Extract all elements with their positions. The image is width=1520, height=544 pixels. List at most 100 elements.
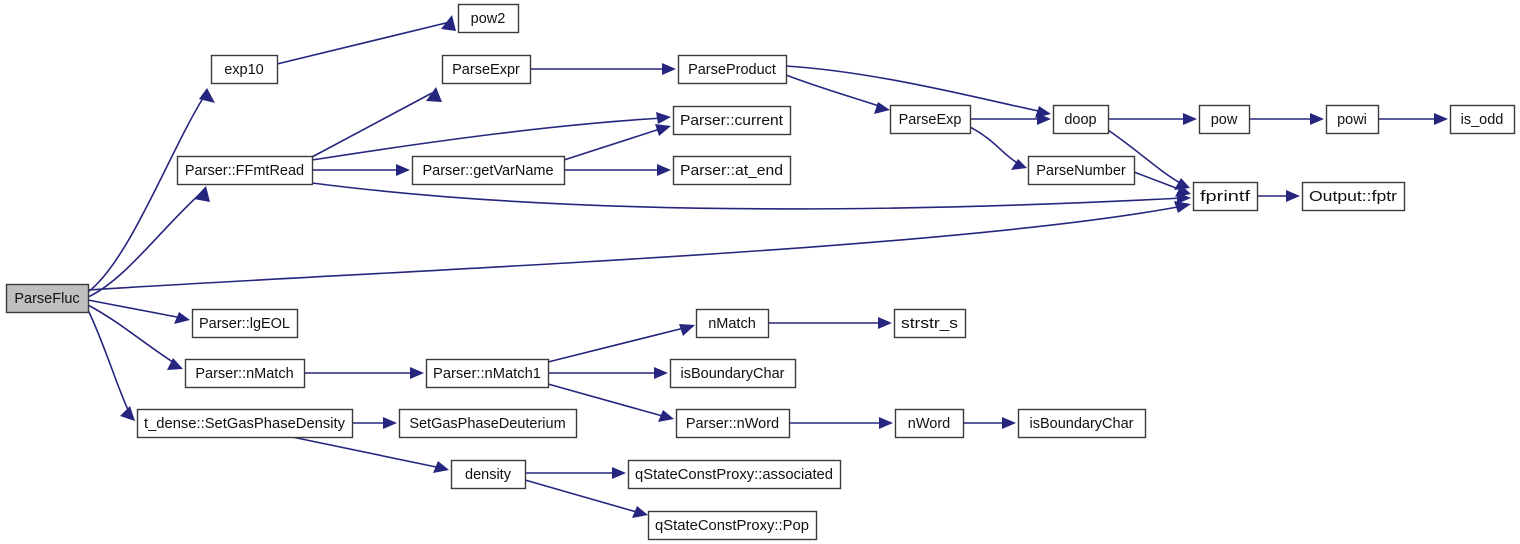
node-box[interactable] xyxy=(1449,104,1516,135)
node-box[interactable] xyxy=(647,510,818,541)
graph-edge xyxy=(768,317,892,329)
graph-node[interactable]: Output::fptr xyxy=(1301,181,1406,212)
graph-node[interactable]: qStateConstProxy::Pop xyxy=(647,510,818,541)
node-box[interactable] xyxy=(672,105,792,136)
node-label: Parser::nMatch xyxy=(195,366,293,382)
edge-line xyxy=(87,94,206,293)
node-box[interactable] xyxy=(5,283,90,314)
graph-edge xyxy=(87,309,135,421)
arrowhead-icon xyxy=(174,312,190,324)
graph-node[interactable]: fprintf xyxy=(1192,181,1259,212)
edge-line xyxy=(547,383,667,418)
node-label: Parser::nWord xyxy=(686,416,779,432)
graph-edge xyxy=(525,467,626,479)
arrowhead-icon xyxy=(433,461,449,473)
node-box[interactable] xyxy=(1027,155,1136,186)
graph-node[interactable]: Parser::current xyxy=(672,105,792,136)
graph-node[interactable]: pow xyxy=(1198,104,1251,135)
node-box[interactable] xyxy=(411,155,566,186)
node-box[interactable] xyxy=(889,104,972,135)
graph-node[interactable]: SetGasPhaseDeuterium xyxy=(398,408,578,439)
graph-node[interactable]: is_odd xyxy=(1449,104,1516,135)
node-box[interactable] xyxy=(450,459,527,490)
node-box[interactable] xyxy=(677,54,788,85)
edge-layer xyxy=(87,15,1448,518)
arrowhead-icon xyxy=(874,102,890,114)
graph-node[interactable]: Parser::lgEOL xyxy=(191,308,299,339)
graph-edge xyxy=(311,182,1191,210)
node-box[interactable] xyxy=(398,408,578,439)
graph-node-root[interactable]: ParseFluc xyxy=(5,283,90,314)
node-box[interactable] xyxy=(893,308,967,339)
node-box[interactable] xyxy=(695,308,770,339)
node-box[interactable] xyxy=(1198,104,1251,135)
node-box[interactable] xyxy=(675,408,791,439)
arrowhead-icon xyxy=(632,506,648,518)
node-box[interactable] xyxy=(441,54,532,85)
graph-node[interactable]: nMatch xyxy=(695,308,770,339)
graph-edge xyxy=(1107,129,1190,190)
edge-line xyxy=(311,117,664,161)
graph-node[interactable]: Parser::getVarName xyxy=(411,155,566,186)
graph-node[interactable]: ParseExp xyxy=(889,104,972,135)
arrowhead-icon xyxy=(1183,113,1197,125)
arrowhead-icon xyxy=(1037,113,1051,125)
arrowhead-icon xyxy=(1177,192,1191,204)
node-box[interactable] xyxy=(210,54,279,85)
node-box[interactable] xyxy=(184,358,306,389)
graph-node[interactable]: Parser::FFmtRead xyxy=(176,155,314,186)
arrowhead-icon xyxy=(396,164,410,176)
graph-node[interactable]: strstr_s xyxy=(893,308,967,339)
node-label: strstr_s xyxy=(901,316,958,332)
graph-node[interactable]: density xyxy=(450,459,527,490)
graph-node[interactable]: Parser::nWord xyxy=(675,408,791,439)
node-box[interactable] xyxy=(191,308,299,339)
node-box[interactable] xyxy=(1301,181,1406,212)
arrowhead-icon xyxy=(120,406,135,421)
node-box[interactable] xyxy=(457,3,520,34)
arrowhead-icon xyxy=(657,164,671,176)
graph-node[interactable]: isBoundaryChar xyxy=(1017,408,1147,439)
graph-node[interactable]: pow2 xyxy=(457,3,520,34)
node-box[interactable] xyxy=(1192,181,1259,212)
node-box[interactable] xyxy=(672,155,792,186)
graph-node[interactable]: Parser::nMatch1 xyxy=(425,358,550,389)
graph-node[interactable]: nWord xyxy=(894,408,965,439)
graph-node[interactable]: ParseProduct xyxy=(677,54,788,85)
node-box[interactable] xyxy=(627,459,842,490)
node-label: ParseFluc xyxy=(14,291,79,307)
graph-node[interactable]: qStateConstProxy::associated xyxy=(627,459,842,490)
node-box[interactable] xyxy=(425,358,550,389)
graph-node[interactable]: exp10 xyxy=(210,54,279,85)
node-box[interactable] xyxy=(1052,104,1110,135)
graph-node[interactable]: isBoundaryChar xyxy=(669,358,797,389)
node-label: ParseProduct xyxy=(688,62,776,78)
graph-node[interactable]: ParseNumber xyxy=(1027,155,1136,186)
node-label: isBoundaryChar xyxy=(1030,416,1134,432)
graph-edge xyxy=(311,87,442,158)
graph-edge xyxy=(963,417,1016,429)
node-box[interactable] xyxy=(669,358,797,389)
node-box[interactable] xyxy=(176,155,314,186)
graph-node[interactable]: powi xyxy=(1325,104,1380,135)
node-box[interactable] xyxy=(1325,104,1380,135)
arrowhead-icon xyxy=(656,112,671,124)
node-label: Parser::lgEOL xyxy=(199,316,290,332)
edge-line xyxy=(785,65,1044,113)
arrowhead-icon xyxy=(612,467,626,479)
node-label: qStateConstProxy::associated xyxy=(635,467,833,483)
graph-node[interactable]: doop xyxy=(1052,104,1110,135)
arrowhead-icon xyxy=(410,367,424,379)
node-label: nWord xyxy=(908,416,950,432)
node-box[interactable] xyxy=(894,408,965,439)
graph-node[interactable]: Parser::nMatch xyxy=(184,358,306,389)
node-label: powi xyxy=(1337,112,1367,128)
node-box[interactable] xyxy=(136,408,354,439)
graph-node[interactable]: t_dense::SetGasPhaseDensity xyxy=(136,408,354,439)
edge-line xyxy=(87,191,203,298)
graph-node[interactable]: ParseExpr xyxy=(441,54,532,85)
node-box[interactable] xyxy=(1017,408,1147,439)
graph-node[interactable]: Parser::at_end xyxy=(672,155,792,186)
arrowhead-icon xyxy=(879,417,893,429)
